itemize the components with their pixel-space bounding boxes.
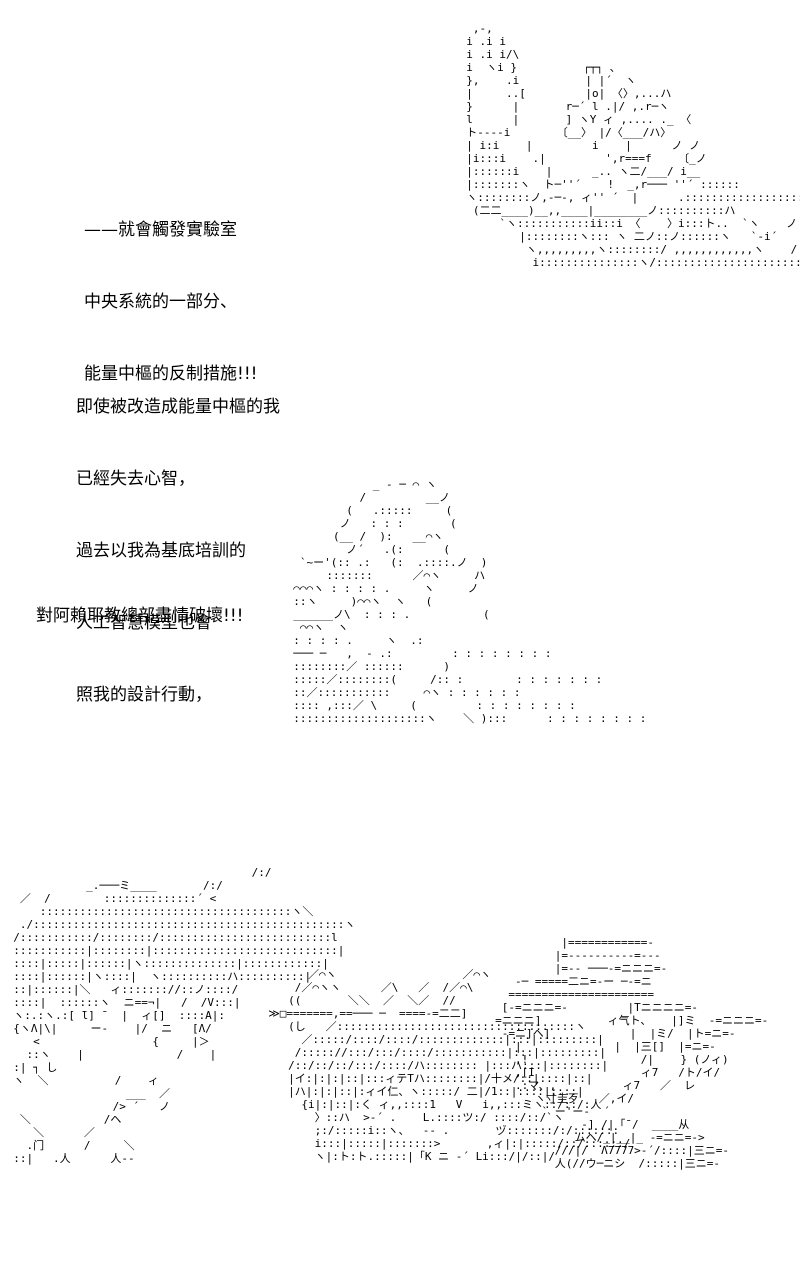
ascii-art-tower-figure: ,-, i .i i i .i i/\ i ヽi } ┌┬┐ 、 }, .i |… (466, 22, 800, 269)
dialogue-line: 已經失去心智， (76, 469, 195, 489)
dialogue-block-3: 對阿賴耶教總部盡情破壞!!! (36, 556, 243, 652)
dialogue-line: 照我的設計行動， (76, 685, 212, 705)
dialogue-line: ——就會觸發實驗室 (84, 220, 237, 240)
dialogue-line: 人工智慧模型也會 (76, 613, 212, 633)
dialogue-line: 過去以我為基底培訓的 (76, 541, 246, 561)
dialogue-line: 對阿賴耶教總部盡情破壞!!! (36, 606, 244, 626)
ascii-art-seated-figure: _ - ─ ⌒ ヽ / __ノ ( .::::: ( ノ : : : ( (__… (293, 478, 647, 725)
dialogue-line: 即使被改造成能量中樞的我 (76, 397, 280, 417)
ascii-art-right-character: |============- |=----------=--- |=-- ───… (495, 936, 769, 1170)
dialogue-block-1: ——就會觸發實驗室 中央系統的一部分、 能量中樞的反制措施!!! (84, 170, 257, 410)
dialogue-block-2: 即使被改造成能量中樞的我 已經失去心智， 過去以我為基底培訓的 人工智慧模型也會… (76, 347, 280, 731)
dialogue-line: 能量中樞的反制措施!!! (84, 364, 258, 384)
ascii-art-middle-character: ／⌒ヽ ／⌒ヽ /／⌒ヽヽ ／\ ／ /／⌒\ (( ＼＼ ／ ＼／ // ≫□… (268, 968, 631, 1163)
ascii-art-left-character: /:/ _.───ミ____ /:/ ／ / ::::::::::::::´ <… (13, 866, 356, 1165)
dialogue-line: 中央系統的一部分、 (84, 292, 237, 312)
